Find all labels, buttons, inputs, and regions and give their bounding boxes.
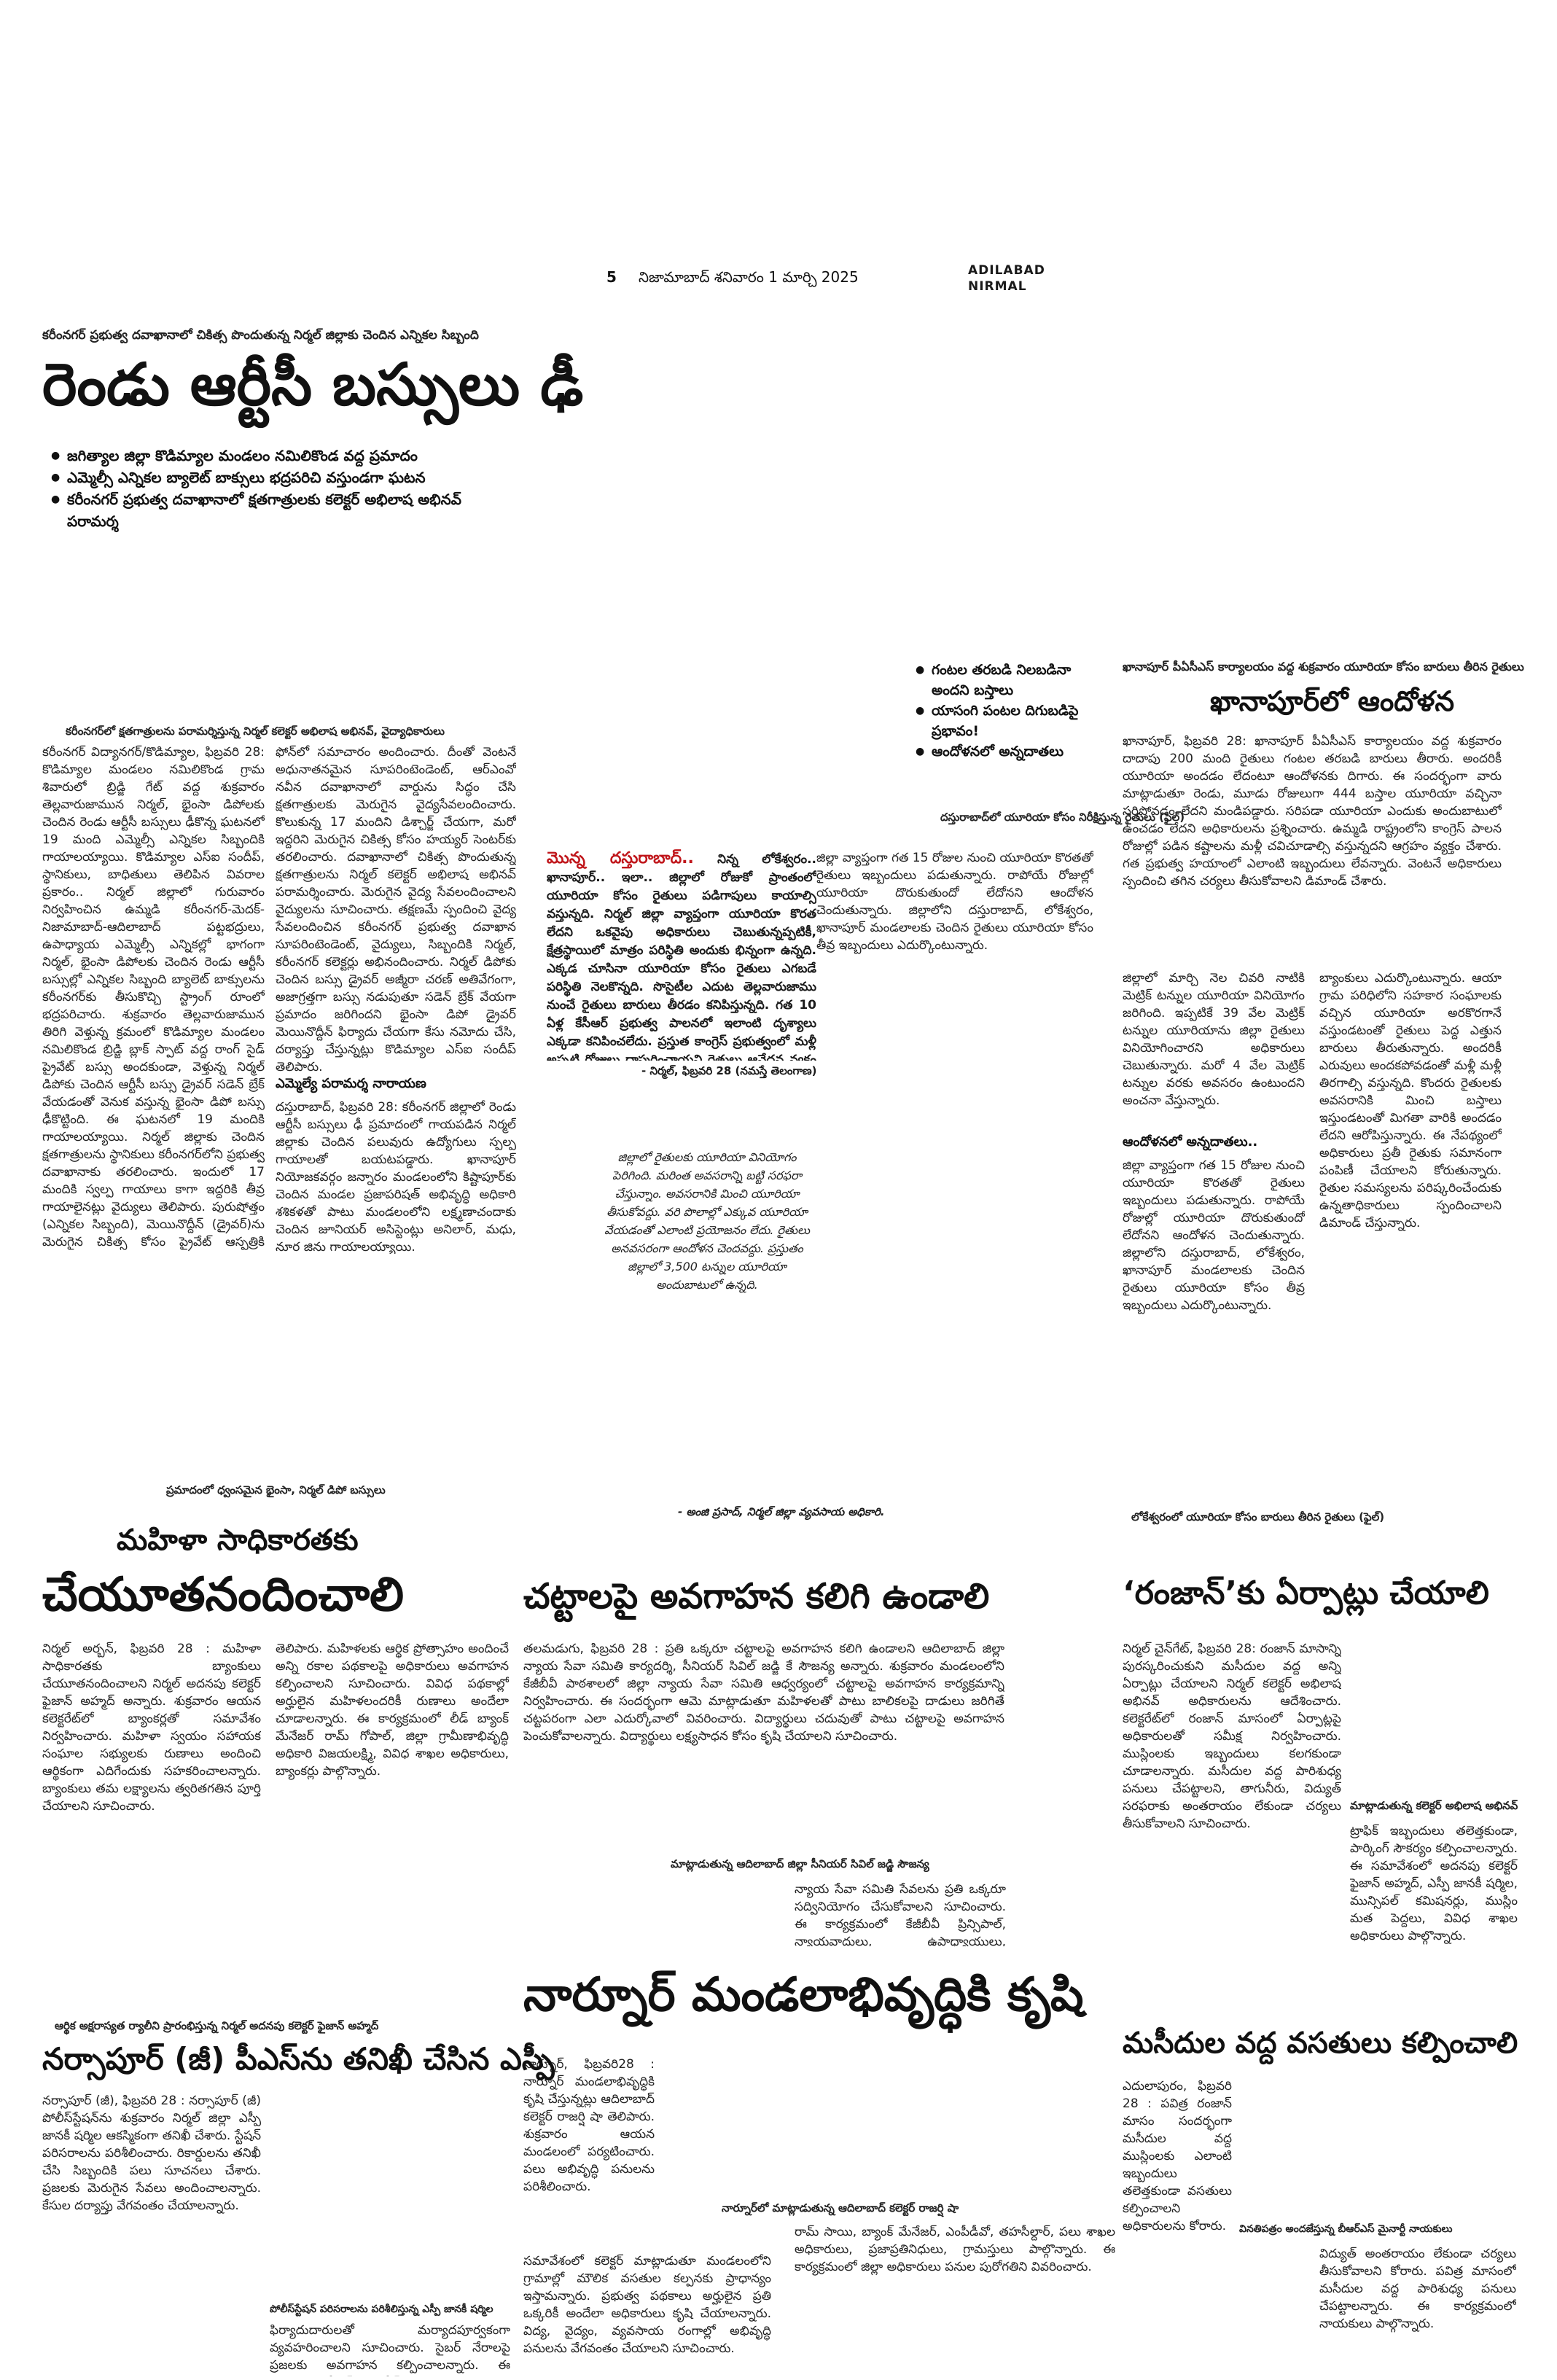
mosque-column-2: విద్యుత్ అంతరాయం లేకుండా చర్యలు తీసుకోవా…	[1319, 2247, 1516, 2331]
lead-bullets: జగిత్యాల జిల్లా కొడిమ్యాల మండలం నమిలికొం…	[51, 445, 518, 532]
lead-column-2-text: ఫోన్‌లో సమాచారం అందించారు. దీంతో వెంటనే …	[276, 745, 516, 1072]
lead-column-2: ఫోన్‌లో సమాచారం అందించారు. దీంతో వెంటనే …	[276, 744, 516, 1254]
lead-headline: రెండు ఆర్టీసీ బస్సులు ఢీ	[42, 351, 584, 418]
narnoor-photo-caption: నార్నూర్‌లో మాట్లాడుతున్న ఆదిలాబాద్ కలెక…	[722, 2201, 959, 2215]
pull-byline: - నిర్మల్, ఫిబ్రవరి 28 (నమస్తే తెలంగాణ)	[641, 1064, 817, 1077]
lead-column-1: కరీంనగర్ విద్యానగర్/కొడిమ్యాల, ఫిబ్రవరి …	[42, 745, 265, 1254]
right-column-2: జిల్లాలో మార్చి నెల చివరి నాటికి మెట్రిక…	[1123, 969, 1305, 1378]
left-photo-caption: ప్రమాదంలో ధ్వంసమైన భైంసా, నిర్మల్ డిపో బ…	[166, 1483, 386, 1497]
narnoor-column-3: రామ్ సాయి, బ్యాంక్ మేనేజర్, ఎంపీడీవో, తహ…	[795, 2225, 1115, 2274]
page-number: 5	[606, 268, 617, 286]
pull-bullet: గంటల తరబడి నిలబడినా అందని బస్తాలు	[916, 660, 1105, 701]
right-headline: ఖానాపూర్‌లో ఆందోళన	[1210, 685, 1455, 717]
lead-photo-caption: కరీంనగర్‌లో క్షతగాత్రులను పరామర్శిస్తున్…	[66, 725, 445, 738]
pull-quote-by: - అంజి ప్రసాద్, నిర్మల్ జిల్లా వ్యవసాయ అ…	[678, 1505, 885, 1518]
right-column-2-text: జిల్లాలో మార్చి నెల చివరి నాటికి మెట్రిక…	[1123, 971, 1305, 1108]
laws-column-2: న్యాయ సేవా సమితి సేవలను ప్రతి ఒక్కరూ సద్…	[795, 1882, 1006, 1946]
pull-bullet: యాసంగి పంటల దిగుబడిపై ప్రభావం!	[916, 701, 1105, 741]
narnoor-column-2: సమావేశంలో కలెక్టర్ మాట్లాడుతూ మండలంలోని …	[523, 2254, 771, 2356]
right-column-2b-text: జిల్లా వ్యాప్తంగా గత 15 రోజుల నుంచి యూరి…	[1123, 1158, 1305, 1313]
sp-column-2: ఫిర్యాదుదారులతో మర్యాదపూర్వకంగా వ్యవహరిం…	[270, 2323, 510, 2376]
lead-bullet: జగిత్యాల జిల్లా కొడిమ్యాల మండలం నమిలికొం…	[51, 445, 518, 467]
right-photo-caption: లోకేశ్వరంలో యూరియా కోసం బారులు తీరిన రైత…	[1131, 1510, 1385, 1523]
narnoor-column-1: నార్నూర్, ఫిబ్రవరి28 : నార్నూర్ మండలాభివ…	[523, 2057, 655, 2194]
lead-column-2-subhead: ఎమ్మెల్యే పరామర్శ నారాయణ	[276, 1076, 426, 1091]
right-column-1: ఖానాపూర్, ఫిబ్రవరి 28: ఖానాపూర్ పీఏసీఎస్…	[1123, 734, 1502, 889]
mosque-column-1: ఎదులాపురం, ఫిబ్రవరి 28 : పవిత్ర రంజాన్ మ…	[1123, 2079, 1232, 2233]
ramzan-column-2: ట్రాఫిక్ ఇబ్బందులు తలెత్తకుండా, పార్కింగ…	[1350, 1824, 1518, 1943]
women-headline-2: చేయూతనందించాలి	[42, 1568, 404, 1622]
laws-photo-caption: మాట్లాడుతున్న ఆదిలాబాద్ జిల్లా సీనియర్ స…	[671, 1857, 929, 1870]
ramzan-column-1: నిర్మల్ చైన్‌గేట్, ఫిబ్రవరి 28: రంజాన్ మ…	[1123, 1642, 1341, 1831]
lead-column-2b-text: దస్తురాబాద్, ఫిబ్రవరి 28: కరీంనగర్ జిల్ల…	[276, 1100, 516, 1254]
narnoor-headline: నార్నూర్ మండలాభివృద్ధికి కృషి	[523, 1968, 1084, 2022]
pull-lead: మొన్న దస్తురాబాద్.. నిన్న లోకేశ్వరం.. ఖా…	[547, 849, 816, 1061]
sp-kicker: ఆర్థిక అక్షరాస్యత ర్యాలీని ప్రారంభిస్తున…	[55, 2019, 379, 2032]
sp-headline: నర్సాపూర్ (జీ) పీఎస్‌ను తనిఖీ చేసిన ఎస్ప…	[42, 2041, 555, 2077]
pull-photo-caption: దస్తురాబాద్‌లో యూరియా కోసం నిరీక్షిస్తున…	[940, 811, 1185, 824]
women-headline-1: మహిళా సాధికారతకు	[117, 1523, 359, 1557]
laws-column-1: తలమడుగు, ఫిబ్రవరి 28 : ప్రతి ఒక్కరూ చట్ట…	[523, 1642, 1004, 1744]
laws-headline: చట్టాలపై అవగాహన కలిగి ఉండాలి	[523, 1576, 990, 1617]
pull-bullet: ఆందోళనలో అన్నదాతలు	[916, 741, 1105, 762]
lead-kicker: కరీంనగర్ ప్రభుత్వ దవాఖానాలో చికిత్స పొంద…	[42, 328, 479, 343]
ramzan-headline: ‘రంజాన్’కు ఏర్పాట్లు చేయాలి	[1123, 1575, 1489, 1612]
edition-line-1: ADILABAD	[968, 263, 1045, 278]
mosque-headline: మసీదుల వద్ద వసతులు కల్పించాలి	[1123, 2026, 1518, 2060]
right-column-3: బ్యాంకులు ఎదుర్కొంటున్నారు. ఆయా గ్రామ పర…	[1319, 971, 1502, 1230]
edition-line-2: NIRMAL	[968, 279, 1027, 294]
women-column-2: తెలిపారు. మహిళలకు ఆర్థిక ప్రోత్సాహం అంది…	[276, 1642, 509, 1779]
pull-lead-text: నిన్న లోకేశ్వరం.. ఖానాపూర్.. ఇలా.. జిల్ల…	[547, 852, 816, 1061]
ramzan-photo-caption: మాట్లాడుతున్న కలెక్టర్ అభిలాష అభినవ్	[1350, 1799, 1518, 1812]
women-column-1: నిర్మల్ అర్బన్, ఫిబ్రవరి 28 : మహిళా సాధి…	[42, 1642, 261, 1814]
lead-bullet: ఎమ్మెల్సీ ఎన్నికల బ్యాలెట్ బాక్సులు భద్ర…	[51, 467, 518, 488]
lead-bullet: కరీంనగర్ ప్రభుత్వ దవాఖానాలో క్షతగాత్రులక…	[51, 488, 518, 532]
sp-column-1: నర్సాపూర్ (జీ), ఫిబ్రవరి 28 : నర్సాపూర్ …	[42, 2094, 261, 2213]
right-column-2-subhead: ఆందోళనలో అన్నదాతలు..	[1123, 1134, 1258, 1150]
right-kicker: ఖానాపూర్ పీఏసీఎస్ కార్యాలయం వద్ద శుక్రవా…	[1123, 660, 1524, 674]
edition-label: ADILABAD NIRMAL	[968, 262, 1045, 294]
mosque-photo-caption: వినతిపత్రం అందజేస్తున్న బీఆర్ఎస్ మైనార్ట…	[1239, 2223, 1453, 2235]
sp-photo-caption: పోలీస్‌స్టేషన్ పరిసరాలను పరిశీలిస్తున్న …	[270, 2303, 493, 2315]
pull-quote-text: జిల్లాలో రైతులకు యూరియా వినియోగం పెరిగిం…	[604, 1150, 810, 1292]
dateline: నిజామాబాద్ శనివారం 1 మార్చి 2025	[639, 268, 859, 286]
pull-bullets: గంటల తరబడి నిలబడినా అందని బస్తాలు యాసంగి…	[916, 660, 1105, 762]
pull-red-kicker: మొన్న దస్తురాబాద్..	[547, 849, 694, 867]
center-news-column: జిల్లా వ్యాప్తంగా గత 15 రోజుల నుంచి యూరి…	[816, 851, 1093, 953]
